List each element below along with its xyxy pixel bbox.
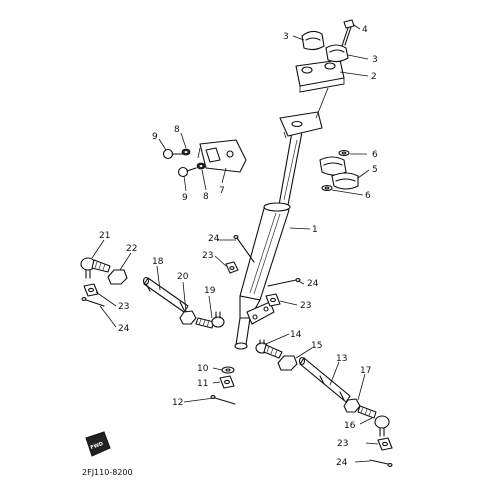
callout-13: 13 [336, 354, 347, 364]
tie-rod-end-inner-right [255, 339, 283, 359]
callout-24: 24 [336, 458, 348, 468]
column-nut-lower [265, 293, 281, 307]
callout-24: 24 [118, 324, 130, 334]
tie-rod-nut-left [83, 283, 99, 297]
bracket-bolt-upper [162, 148, 185, 160]
callout-24: 24 [208, 234, 220, 244]
bracket-washer-lower [196, 162, 206, 170]
callout-10: 10 [197, 364, 209, 374]
callout-11: 11 [197, 379, 208, 389]
locknut-left-inner [179, 310, 197, 325]
callout-12: 12 [172, 398, 183, 408]
callout-9: 9 [152, 132, 158, 142]
column-nut-upper [225, 261, 239, 274]
cotter-pin-right [369, 459, 393, 467]
callout-23: 23 [300, 301, 311, 311]
bushing-washer-lower [321, 184, 333, 192]
callout-7: 7 [219, 186, 225, 196]
diagram-code: 2FJ110-8200 [82, 468, 133, 477]
callout-20: 20 [177, 272, 189, 282]
tie-rod-end-inner-left [195, 311, 225, 329]
fwd-badge: FWD [85, 431, 111, 457]
bushing-washer-upper [338, 149, 350, 157]
tie-rod-end-outer-left [80, 257, 111, 279]
callout-3: 3 [372, 55, 378, 65]
column-washer-bottom [221, 366, 235, 374]
steering-column [234, 131, 303, 350]
cotter-pin-upper [233, 235, 255, 263]
locknut-left-outer [107, 269, 128, 285]
callout-5: 5 [372, 165, 378, 175]
bracket-bolt-lower [177, 166, 197, 178]
callout-2: 2 [371, 72, 377, 82]
callout-23: 23 [337, 439, 348, 449]
column-nut-bottom [219, 375, 235, 389]
callout-14: 14 [290, 330, 302, 340]
tie-rod-right [298, 356, 351, 403]
locknut-right-inner [277, 355, 298, 371]
callout-4: 4 [362, 25, 368, 35]
tie-rod-nut-right [377, 437, 393, 451]
callout-9: 9 [182, 193, 188, 203]
callouts: 4 3 3 2 8 9 7 9 8 6 5 6 1 24 23 24 23 21… [99, 25, 378, 468]
upper-handlebar-holder [295, 59, 345, 93]
callout-17: 17 [360, 366, 371, 376]
callout-8: 8 [174, 125, 180, 135]
callout-3: 3 [283, 32, 289, 42]
callout-1: 1 [312, 225, 318, 235]
column-bushing-upper [319, 156, 347, 176]
callout-8: 8 [203, 192, 209, 202]
callout-6: 6 [372, 150, 378, 160]
handlebar-clamp-right [325, 44, 349, 63]
handlebar-clamp-left [301, 30, 325, 51]
fwd-badge-label: FWD [90, 441, 104, 451]
locknut-right-outer [343, 398, 361, 413]
callout-21: 21 [99, 231, 110, 241]
callout-18: 18 [152, 257, 164, 267]
handlebar-mount-plate [279, 111, 323, 139]
callout-23: 23 [202, 251, 213, 261]
callout-19: 19 [204, 286, 216, 296]
tie-rod-left [142, 276, 189, 313]
callout-16: 16 [344, 421, 356, 431]
steering-arm [246, 301, 275, 325]
leader-lines [91, 24, 379, 463]
callout-22: 22 [126, 244, 137, 254]
cotter-pin-bottom [210, 395, 236, 405]
clamp-bolt [341, 19, 355, 47]
tie-rod-end-outer-right [357, 405, 390, 437]
callout-15: 15 [311, 341, 322, 351]
column-bushing-lower [331, 172, 359, 190]
callout-23: 23 [118, 302, 129, 312]
callout-6: 6 [365, 191, 371, 201]
steering-bracket [197, 139, 247, 173]
cotter-pin-left [81, 297, 105, 307]
cotter-pin-lower [267, 278, 301, 287]
bracket-washer-upper [181, 148, 191, 156]
callout-24: 24 [307, 279, 319, 289]
